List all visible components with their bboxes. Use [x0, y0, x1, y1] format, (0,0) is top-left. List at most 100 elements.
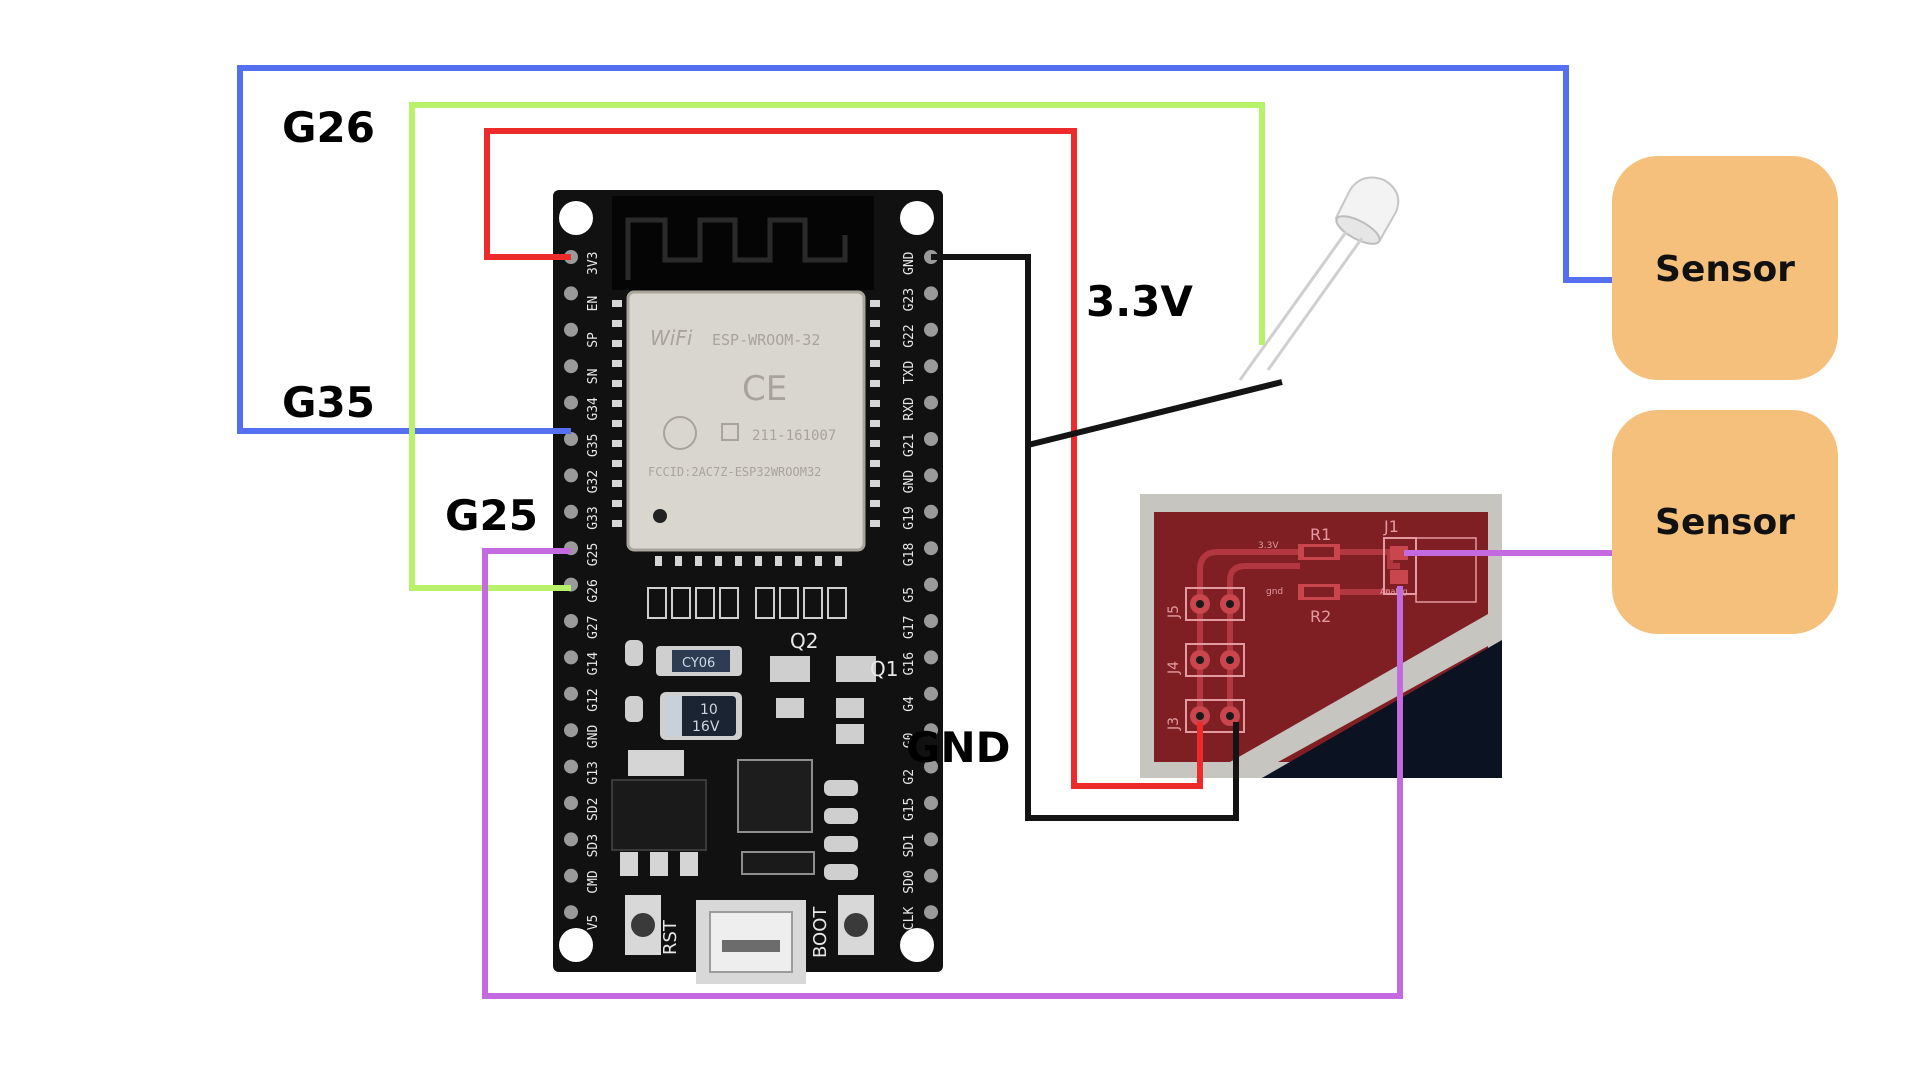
right-pin-label: TXD [902, 361, 917, 385]
ce-mark: CE [742, 369, 787, 409]
left-pin-label: G33 [586, 506, 601, 529]
left-pin-label: SD3 [586, 834, 601, 857]
left-pin-7 [564, 504, 578, 519]
esp-module: WiFi ESP-WROOM-32 CE 211-161007 FCCID:2A… [626, 290, 866, 552]
right-pin-label: RXD [902, 397, 917, 421]
left-pin-label: G25 [586, 543, 601, 566]
left-pin-14 [564, 759, 578, 774]
label-g35: G35 [282, 378, 375, 427]
right-pin-10 [924, 614, 938, 628]
right-pin-label: G18 [902, 543, 917, 566]
label-g25: G25 [445, 491, 538, 540]
right-pin-label: GND [902, 470, 917, 494]
pcb-module: R1 R2 3.3V gnd Analog J1 J5 J4 [1140, 494, 1502, 778]
left-pin-11 [564, 650, 578, 665]
right-pin-11 [924, 650, 938, 665]
left-pin-16 [564, 832, 578, 847]
right-pin-17 [924, 868, 938, 883]
cap-value: 10 [700, 702, 718, 718]
cap-voltage: 16V [692, 719, 720, 735]
left-pin-label: G12 [586, 688, 601, 711]
fcc-id: FCCID:2AC7Z-ESP32WROOM32 [648, 465, 821, 479]
left-pin-2 [564, 322, 578, 337]
rst-button [625, 895, 661, 955]
right-pin-5 [924, 432, 938, 446]
r1-label: R1 [1310, 525, 1331, 544]
left-pin-label: G34 [586, 397, 601, 421]
left-pin-label: EN [586, 296, 601, 312]
right-pin-label: G5 [902, 587, 917, 603]
right-pin-6 [924, 468, 938, 483]
black-wire-gnd [931, 254, 1239, 821]
right-pin-label: G23 [902, 288, 917, 311]
header-j4 [1185, 643, 1245, 677]
right-header: GNDG23G22TXDRXDG21GNDG19G18G5G17G16G4G0G… [902, 250, 938, 930]
right-pin-3 [924, 359, 938, 374]
left-pin-label: G13 [586, 761, 601, 784]
right-pin-label: G2 [902, 769, 917, 785]
right-pin-13 [924, 723, 938, 738]
right-pin-label: G19 [902, 506, 917, 529]
right-pin-14 [924, 759, 938, 774]
left-pin-label: CMD [586, 870, 601, 894]
left-pin-label: GND [586, 725, 601, 749]
esp32-board: WiFi ESP-WROOM-32 CE 211-161007 FCCID:2A… [553, 190, 943, 984]
right-pin-4 [924, 395, 938, 410]
right-pin-8 [924, 541, 938, 556]
left-pin-4 [564, 395, 578, 410]
capacitor-10-16v: 10 16V [660, 692, 742, 740]
right-pin-label: SD1 [902, 834, 917, 857]
right-pin-label: G0 [902, 733, 917, 749]
right-pin-label: G17 [902, 616, 917, 639]
right-pin-label: GND [902, 251, 917, 275]
sensor-top-label: Sensor [1655, 249, 1795, 290]
j5-label: J5 [1166, 605, 1182, 619]
right-pin-9 [924, 577, 938, 592]
label-gnd: GND [906, 723, 1011, 772]
net-gnd-label: gnd [1266, 587, 1283, 597]
left-pin-label: G27 [586, 616, 601, 639]
boot-label: BOOT [810, 906, 831, 958]
cert-logo [663, 416, 697, 450]
resistor-r2 [1298, 584, 1340, 600]
module-name: ESP-WROOM-32 [712, 331, 820, 349]
q2-label: Q2 [790, 629, 818, 653]
left-pin-label: G35 [586, 434, 601, 457]
purple-wire-g25 [482, 548, 1403, 999]
left-pin-10 [564, 614, 578, 628]
left-pin-label: SD2 [586, 798, 601, 821]
red-wire-3v3 [484, 128, 1203, 789]
right-pin-18 [924, 905, 938, 920]
right-pin-label: G15 [902, 798, 917, 821]
capacitor-cy06: CY06 [656, 646, 742, 676]
micro-usb-connector [696, 900, 806, 984]
right-pin-label: SD0 [902, 870, 917, 893]
header-j3 [1185, 699, 1245, 733]
right-pin-label: G4 [902, 696, 917, 712]
right-pin-1 [924, 286, 938, 301]
resistor-r1 [1298, 544, 1340, 560]
sensor-bottom: Sensor [1612, 410, 1838, 634]
sensor-top: Sensor [1612, 156, 1838, 380]
label-3v3: 3.3V [1086, 277, 1193, 326]
left-pin-label: SN [586, 369, 601, 385]
voltage-regulator [611, 750, 707, 876]
net-3v3-label: 3.3V [1258, 541, 1279, 551]
left-pin-label: SP [586, 332, 601, 348]
blue-wire-g35 [237, 65, 1612, 434]
left-pin-3 [564, 359, 578, 374]
right-pin-15 [924, 796, 938, 810]
right-pin-label: G22 [902, 324, 917, 347]
header-j5 [1185, 587, 1245, 621]
left-pin-12 [564, 686, 578, 701]
left-pin-6 [564, 468, 578, 483]
right-pin-16 [924, 832, 938, 847]
left-pin-label: V5 [586, 915, 601, 931]
black-wire-led [1027, 379, 1283, 448]
connector-j1 [1383, 537, 1477, 603]
right-pin-label: G21 [902, 434, 917, 457]
left-pin-1 [564, 286, 578, 301]
right-pin-label: CLK [902, 907, 917, 931]
left-pin-17 [564, 868, 578, 883]
led [1238, 176, 1400, 381]
